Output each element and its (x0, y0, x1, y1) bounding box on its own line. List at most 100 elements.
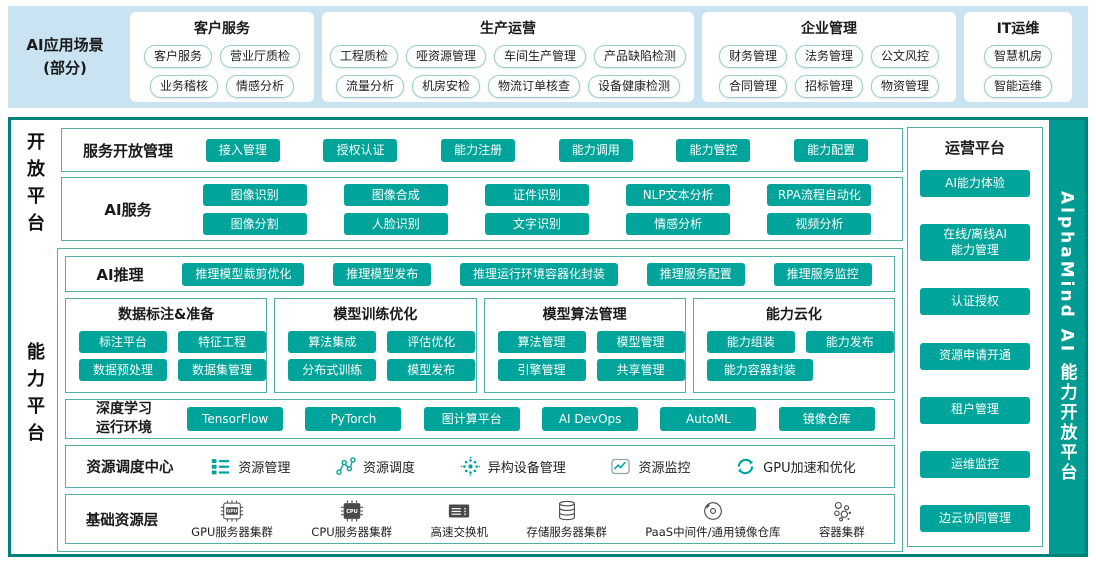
scheduling-item-label: 异构设备管理 (487, 461, 566, 476)
group-title: 生产运营 (480, 21, 536, 37)
scheduling-item-label: GPU加速和优化 (763, 461, 856, 476)
scenario-pill: 财务管理 (718, 45, 787, 68)
scenario-pill: 法务管理 (794, 45, 863, 68)
scheduling-item: 资源调度 (335, 456, 415, 477)
resource-scheduling-items: 资源管理 资源调度 (188, 456, 878, 477)
scheduling-item: 资源管理 (210, 456, 290, 477)
capability-button: 能力发布 (805, 331, 894, 353)
base-resource-caption: GPU服务器集群 (191, 524, 273, 539)
open-platform-side-label: 开放平台 (24, 132, 45, 240)
group-it-operations: IT运维 智慧机房 智能运维 (964, 12, 1072, 102)
capability-button: 能力管控 (676, 138, 751, 162)
capability-button: PyTorch (305, 407, 402, 431)
box-row: 能力容器封装 (706, 359, 894, 381)
box-row: 算法集成 评估优化 (288, 331, 476, 353)
box-row: 引擎管理 共享管理 (497, 359, 685, 381)
capability-button: RPA流程自动化 (767, 183, 872, 206)
capability-button: 镜像仓库 (778, 407, 875, 431)
group-title: 企业管理 (801, 21, 857, 37)
capability-platform-panel: AI推理 推理模型裁剪优化 推理模型发布 推理运行环境容器化封装 推理服务配置 … (57, 248, 903, 552)
capability-button: 运维监控 (920, 450, 1030, 478)
capability-button: 能力容器封装 (706, 359, 813, 381)
operations-platform-panel: 运营平台 AI能力体验 在线/离线AI 能力管理 认证授权 资源申请开通 租户管… (907, 127, 1043, 547)
group-customer-service: 客户服务 客户服务 营业厅质检 业务稽核 情感分析 (130, 12, 314, 102)
capability-button: 模型发布 (387, 359, 476, 381)
capability-button: 模型管理 (596, 331, 685, 353)
capability-button: 在线/离线AI 能力管理 (920, 224, 1030, 262)
box-title: 模型训练优化 (333, 307, 418, 323)
capability-button: 推理运行环境容器化封装 (459, 262, 618, 286)
service-open-mgmt-label: 服务开放管理 (82, 141, 173, 160)
base-resource-label: 基础资源层 (85, 512, 159, 529)
group-enterprise-management: 企业管理 财务管理 法务管理 公文风控 合同管理 招标管理 物资管理 (702, 12, 956, 102)
base-resource-item: CPU CPU服务器集群 (311, 499, 392, 540)
capability-button: 能力注册 (441, 138, 516, 162)
scenario-pill: 产品缺陷检测 (594, 45, 687, 68)
scenario-pill: 客户服务 (143, 45, 212, 68)
scenarios-band-label: AI应用场景 (部分) (8, 34, 122, 81)
capability-button: 文字识别 (484, 212, 589, 235)
base-resource-caption: 存储服务器集群 (526, 524, 607, 539)
scenario-pill: 情感分析 (226, 75, 295, 98)
ai-services-row: 图像分割 人脸识别 文字识别 情感分析 视频分析 (184, 212, 890, 235)
group-production-operations: 生产运营 工程质检 哑资源管理 车间生产管理 产品缺陷检测 流量分析 机房安检 … (322, 12, 694, 102)
pill-row: 智能运维 (983, 75, 1052, 98)
ai-services-panel: AI服务 图像识别 图像合成 证件识别 NLP文本分析 RPA流程自动化 图像分… (61, 177, 903, 241)
ai-scenarios-band: AI应用场景 (部分) 客户服务 客户服务 营业厅质检 业务稽核 情感分析 生产… (8, 6, 1088, 108)
refresh-arrows-icon (737, 458, 754, 475)
box-row: 分布式训练 模型发布 (288, 359, 476, 381)
capability-button: AI能力体验 (920, 170, 1030, 197)
base-resource-caption: 高速交换机 (430, 524, 489, 539)
scenario-pill: 营业厅质检 (220, 45, 301, 68)
box-row: 数据预处理 数据集管理 (79, 359, 266, 381)
monitor-chart-icon (611, 458, 631, 475)
service-open-mgmt-panel: 服务开放管理 接入管理 授权认证 能力注册 能力调用 能力管控 能力配置 (61, 128, 903, 172)
capability-button: 数据集管理 (178, 359, 266, 381)
box-title: 能力云化 (765, 307, 822, 323)
model-algorithm-box: 模型算法管理 算法管理 模型管理 引擎管理 共享管理 (483, 298, 686, 393)
capability-button: 认证授权 (920, 288, 1030, 316)
capability-button: 人脸识别 (343, 212, 448, 235)
capability-button: 接入管理 (205, 138, 280, 162)
scheduling-item-label: 资源调度 (363, 461, 416, 476)
box-row: 算法管理 模型管理 (497, 331, 685, 353)
ai-services-label: AI服务 (104, 200, 152, 219)
pill-row: 合同管理 招标管理 物资管理 (718, 75, 940, 98)
scenario-pill: 流量分析 (335, 75, 404, 98)
cpu-chip-icon: CPU (340, 499, 363, 522)
capability-button: 推理服务配置 (646, 262, 745, 286)
base-resource-items: GPU GPU服务器集群 CPU CPU服务器集群 (172, 499, 884, 540)
scenario-pill: 智慧机房 (983, 45, 1052, 68)
capability-button: 图像合成 (343, 183, 448, 206)
network-switch-icon (449, 504, 470, 517)
scenario-pill: 车间生产管理 (494, 45, 587, 68)
gpu-chip-icon: GPU (220, 499, 244, 522)
capability-button: NLP文本分析 (626, 183, 731, 206)
main-platform-band: 开放平台 能力平台 服务开放管理 接入管理 授权认证 能力注册 能力调用 能力管… (8, 117, 1088, 557)
disc-icon (703, 501, 722, 520)
brand-bar: AlphaMind AI 能力开放平台 (1049, 120, 1085, 554)
service-open-mgmt-buttons: 接入管理 授权认证 能力注册 能力调用 能力管控 能力配置 (184, 138, 890, 162)
radial-dots-icon (460, 456, 480, 477)
capability-button: 分布式训练 (288, 359, 377, 381)
capability-button: 推理模型裁剪优化 (182, 262, 305, 286)
node-graph-icon (336, 457, 356, 475)
base-resource-panel: 基础资源层 GPU GPU服务器集群 (65, 494, 895, 544)
deep-learning-env-label: 深度学习 运行环境 (72, 400, 176, 438)
scenario-pill: 机房安检 (411, 75, 480, 98)
scenario-pill: 物流订单核查 (488, 75, 581, 98)
capability-button: 视频分析 (767, 212, 872, 235)
pill-row: 工程质检 哑资源管理 车间生产管理 产品缺陷检测 (329, 45, 687, 68)
pill-row: 业务稽核 情感分析 (149, 75, 295, 98)
base-resource-item: PaaS中间件/通用镜像仓库 (645, 499, 780, 540)
scenario-pill: 招标管理 (794, 75, 863, 98)
deep-learning-env-label-line1: 深度学习 (96, 401, 152, 418)
base-resource-item: GPU GPU服务器集群 (191, 499, 273, 540)
ai-inference-label: AI推理 (96, 265, 144, 284)
pill-row: 客户服务 营业厅质检 (143, 45, 301, 68)
scenario-pill: 智能运维 (983, 75, 1052, 98)
pill-row: 智慧机房 (983, 45, 1052, 68)
group-title: 客户服务 (194, 21, 250, 37)
capability-button: 算法集成 (288, 331, 377, 353)
capability-button: 情感分析 (626, 212, 731, 235)
